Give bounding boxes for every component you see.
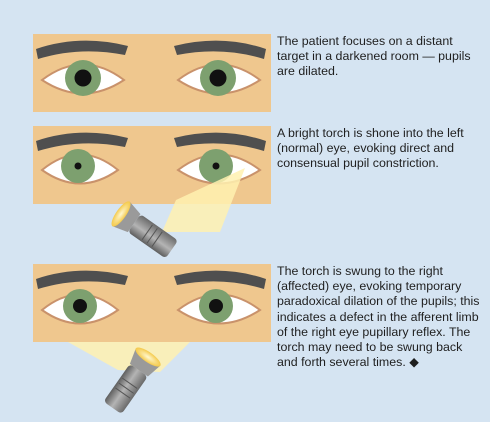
step-3-caption-text: The torch is swung to the right (affecte… xyxy=(277,264,480,370)
pupil-dilated xyxy=(209,69,227,87)
left-eye xyxy=(40,149,120,185)
pupil-dilated xyxy=(73,299,87,313)
pupil-dilated xyxy=(74,69,92,87)
end-mark-icon: ◆ xyxy=(409,355,419,370)
pupil-constricted xyxy=(74,162,82,170)
torch-icon xyxy=(111,201,177,257)
left-eye xyxy=(40,60,126,96)
left-eyebrow xyxy=(36,40,128,59)
right-eyebrow xyxy=(174,132,266,151)
panel-3 xyxy=(33,264,271,413)
torch-beam xyxy=(162,168,245,232)
panel-1 xyxy=(33,34,271,112)
right-eyebrow xyxy=(174,270,266,289)
pupil-constricted xyxy=(212,162,220,170)
step-3-caption: The torch is swung to the right (affecte… xyxy=(277,264,482,370)
left-eye xyxy=(40,289,120,325)
left-eyebrow xyxy=(36,270,128,289)
step-2-caption: A bright torch is shone into the left (n… xyxy=(277,126,464,171)
right-eye xyxy=(176,289,262,325)
pupil-dilated xyxy=(209,299,223,313)
step-1-caption: The patient focuses on a distant target … xyxy=(277,34,471,79)
right-eyebrow xyxy=(174,40,266,59)
left-eyebrow xyxy=(36,132,128,151)
right-eye xyxy=(176,60,262,96)
panel-2 xyxy=(33,126,271,257)
torch-icon xyxy=(105,347,161,413)
